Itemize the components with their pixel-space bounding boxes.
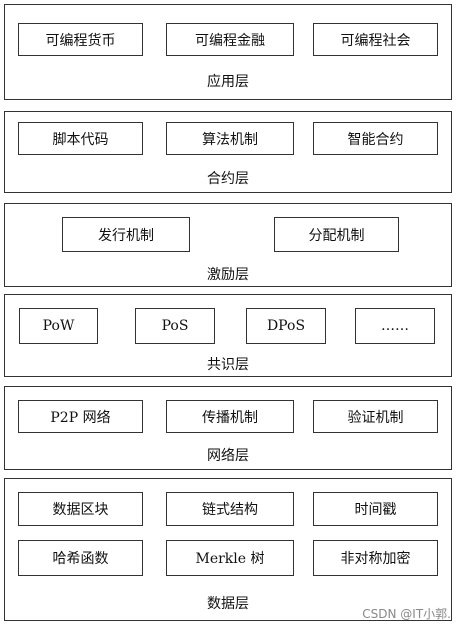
consensus-item-4: …… xyxy=(355,308,435,344)
consensus-item-1: PoW xyxy=(19,308,98,344)
data-item-2: 链式结构 xyxy=(166,492,294,526)
contract-item-1: 脚本代码 xyxy=(18,122,143,155)
consensus-layer-label: 共识层 xyxy=(207,357,249,373)
network-item-2: 传播机制 xyxy=(166,400,294,433)
application-item-2: 可编程金融 xyxy=(166,23,294,56)
data-item-1: 数据区块 xyxy=(18,492,143,526)
application-item-1: 可编程货币 xyxy=(18,23,143,56)
layer-consensus: PoW PoS DPoS …… 共识层 xyxy=(4,294,452,377)
network-item-3: 验证机制 xyxy=(313,400,438,433)
incentive-item-2: 分配机制 xyxy=(274,217,399,252)
incentive-layer-label: 激励层 xyxy=(207,267,249,283)
layer-application: 可编程货币 可编程金融 可编程社会 应用层 xyxy=(4,4,452,100)
layer-network: P2P 网络 传播机制 验证机制 网络层 xyxy=(4,386,452,470)
contract-item-3: 智能合约 xyxy=(313,122,438,155)
incentive-item-1: 发行机制 xyxy=(62,217,190,252)
layer-incentive: 发行机制 分配机制 激励层 xyxy=(4,203,452,287)
network-layer-label: 网络层 xyxy=(207,448,249,464)
layer-data: 数据区块 链式结构 时间戳 哈希函数 Merkle 树 非对称加密 数据层 xyxy=(4,478,452,621)
data-layer-label: 数据层 xyxy=(207,596,249,612)
data-item-4: 哈希函数 xyxy=(18,540,143,576)
data-item-3: 时间戳 xyxy=(313,492,438,526)
application-item-3: 可编程社会 xyxy=(313,23,438,56)
data-item-5: Merkle 树 xyxy=(166,540,294,576)
network-item-1: P2P 网络 xyxy=(18,400,143,433)
contract-item-2: 算法机制 xyxy=(166,122,294,155)
consensus-item-3: DPoS xyxy=(246,308,326,344)
watermark: CSDN @IT小郭. xyxy=(362,607,451,621)
consensus-item-2: PoS xyxy=(135,308,215,344)
layer-contract: 脚本代码 算法机制 智能合约 合约层 xyxy=(4,111,452,193)
application-layer-label: 应用层 xyxy=(207,74,249,90)
data-item-6: 非对称加密 xyxy=(313,540,438,576)
contract-layer-label: 合约层 xyxy=(207,171,249,187)
